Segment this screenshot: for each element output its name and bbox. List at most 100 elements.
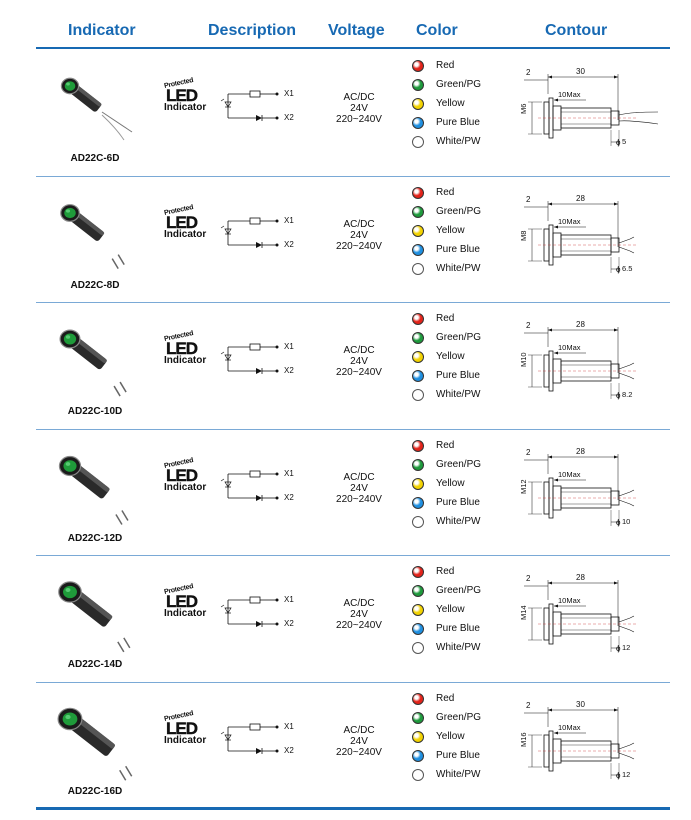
- voltage-line: 220~240V: [336, 367, 382, 378]
- voltage-cell: AC/DC 24V 220~240V: [318, 92, 400, 125]
- thread-size: M6: [519, 103, 528, 114]
- offset-dimension: 2: [526, 574, 531, 583]
- terminal-x1-label: X1: [284, 595, 294, 604]
- product-row: AD22C-16D Protected LED Indicator: [0, 683, 691, 809]
- color-dot-icon: [412, 117, 424, 129]
- color-dot-icon: [412, 604, 424, 616]
- color-options: Red Green/PG Yellow Pure Blue White/PW: [412, 691, 512, 786]
- color-option: Green/PG: [412, 457, 512, 476]
- color-option: Red: [412, 58, 512, 77]
- product-row: AD22C-10D Protected LED Indicator: [0, 303, 691, 429]
- contour-cell: ϕ 2 28 10Max M10 8.2: [518, 303, 668, 429]
- color-label: Yellow: [436, 477, 465, 489]
- model-number: AD22C-10D: [67, 406, 123, 417]
- circuit-diagram: [220, 90, 279, 121]
- contour-cell: ϕ 2 28 10Max M14 12: [518, 556, 668, 682]
- product-row: AD22C-6D Protected LED Indicator: [0, 50, 691, 176]
- voltage-cell: AC/DC 24V 220~240V: [318, 598, 400, 631]
- voltage-cell: AC/DC 24V 220~240V: [318, 472, 400, 505]
- color-dot-icon: [412, 313, 424, 325]
- color-label: Green/PG: [436, 711, 482, 723]
- color-option: White/PW: [412, 767, 512, 786]
- thread-size: M12: [519, 478, 528, 494]
- color-label: Yellow: [436, 224, 465, 236]
- model-number: AD22C-16D: [67, 785, 123, 797]
- color-label: Pure Blue: [436, 117, 480, 128]
- voltage-line: AC/DC: [343, 598, 375, 609]
- product-cell: AD22C-10D: [40, 303, 150, 429]
- color-label: White/PW: [436, 642, 481, 653]
- color-option: Red: [412, 185, 512, 204]
- color-dot-icon: [412, 711, 424, 724]
- header-indicator: Indicator: [68, 22, 136, 39]
- table-header: Indicator Description Voltage Color Cont…: [0, 0, 691, 48]
- diameter-dimension: 10: [622, 516, 631, 526]
- description-cell: Protected LED Indicator X1 X2: [158, 50, 318, 176]
- product-row: AD22C-8D Protected LED Indicator: [0, 177, 691, 303]
- color-dot-icon: [412, 389, 424, 401]
- color-option: Pure Blue: [412, 368, 512, 387]
- color-option: Green/PG: [412, 77, 512, 96]
- voltage-line: 220~240V: [336, 240, 382, 252]
- color-label: Green/PG: [436, 205, 482, 217]
- voltage-line: AC/DC: [343, 345, 375, 356]
- indicator-lamp-image: [58, 581, 131, 653]
- length-dimension: 28: [576, 193, 585, 203]
- row-divider: [36, 428, 670, 430]
- diameter-dimension: 12: [622, 769, 631, 779]
- color-label: White/PW: [436, 389, 481, 400]
- color-dot-icon: [412, 332, 424, 344]
- voltage-line: AC/DC: [343, 92, 375, 103]
- color-label: Green/PG: [436, 585, 482, 596]
- max-dimension: 10Max: [558, 343, 581, 352]
- contour-drawing: ϕ: [524, 327, 638, 400]
- row-divider: [36, 302, 670, 303]
- terminal-x1-label: X1: [284, 215, 294, 225]
- color-label: Pure Blue: [436, 749, 480, 761]
- color-label: Green/PG: [436, 332, 482, 343]
- contour-cell: ϕ 2 30 10Max M6 5: [518, 50, 668, 176]
- color-option: White/PW: [412, 640, 512, 659]
- color-dot-icon: [412, 749, 424, 762]
- header-voltage: Voltage: [328, 22, 385, 39]
- indicator-lamp-image: [59, 329, 127, 397]
- voltage-cell: AC/DC 24V 220~240V: [318, 345, 400, 378]
- model-number: AD22C-6D: [70, 153, 120, 164]
- diameter-symbol-icon: ϕ: [616, 644, 621, 653]
- color-label: Pure Blue: [436, 370, 480, 381]
- product-cell: AD22C-14D: [40, 556, 150, 682]
- length-dimension: 28: [576, 320, 585, 329]
- contour-cell: ϕ 2 28 10Max M8 6.5: [518, 177, 668, 303]
- max-dimension: 10Max: [558, 216, 581, 226]
- color-option: Green/PG: [412, 204, 512, 223]
- color-dot-icon: [412, 186, 424, 199]
- color-option: White/PW: [412, 387, 512, 406]
- diameter-dimension: 5: [622, 137, 627, 146]
- color-dot-icon: [412, 370, 424, 382]
- color-options: Red Green/PG Yellow Pure Blue White/PW: [412, 438, 512, 533]
- terminal-x1-label: X1: [284, 89, 294, 98]
- description-cell: Protected LED Indicator X1 X2: [158, 177, 318, 303]
- color-dot-icon: [412, 205, 424, 218]
- badge-led-text: LED: [166, 592, 198, 611]
- header-color: Color: [416, 22, 458, 39]
- product-row: AD22C-14D Protected LED Indicator: [0, 556, 691, 682]
- description-cell: Protected LED Indicator X1 X2: [158, 430, 318, 556]
- color-dot-icon: [412, 623, 424, 635]
- color-option: Pure Blue: [412, 621, 512, 640]
- contour-drawing: ϕ: [524, 74, 659, 147]
- voltage-line: 24V: [350, 229, 368, 241]
- diameter-symbol-icon: ϕ: [616, 391, 621, 400]
- color-label: Red: [436, 313, 455, 324]
- bottom-divider: [36, 807, 670, 810]
- terminal-x1-label: X1: [284, 468, 294, 478]
- color-label: Red: [436, 60, 455, 71]
- circuit-diagram: [220, 343, 279, 374]
- color-dot-icon: [412, 79, 424, 91]
- voltage-line: 24V: [350, 609, 368, 620]
- product-cell: AD22C-12D: [40, 430, 150, 556]
- diameter-symbol-icon: ϕ: [616, 771, 621, 780]
- color-option: Red: [412, 438, 512, 457]
- color-label: Green/PG: [436, 79, 482, 90]
